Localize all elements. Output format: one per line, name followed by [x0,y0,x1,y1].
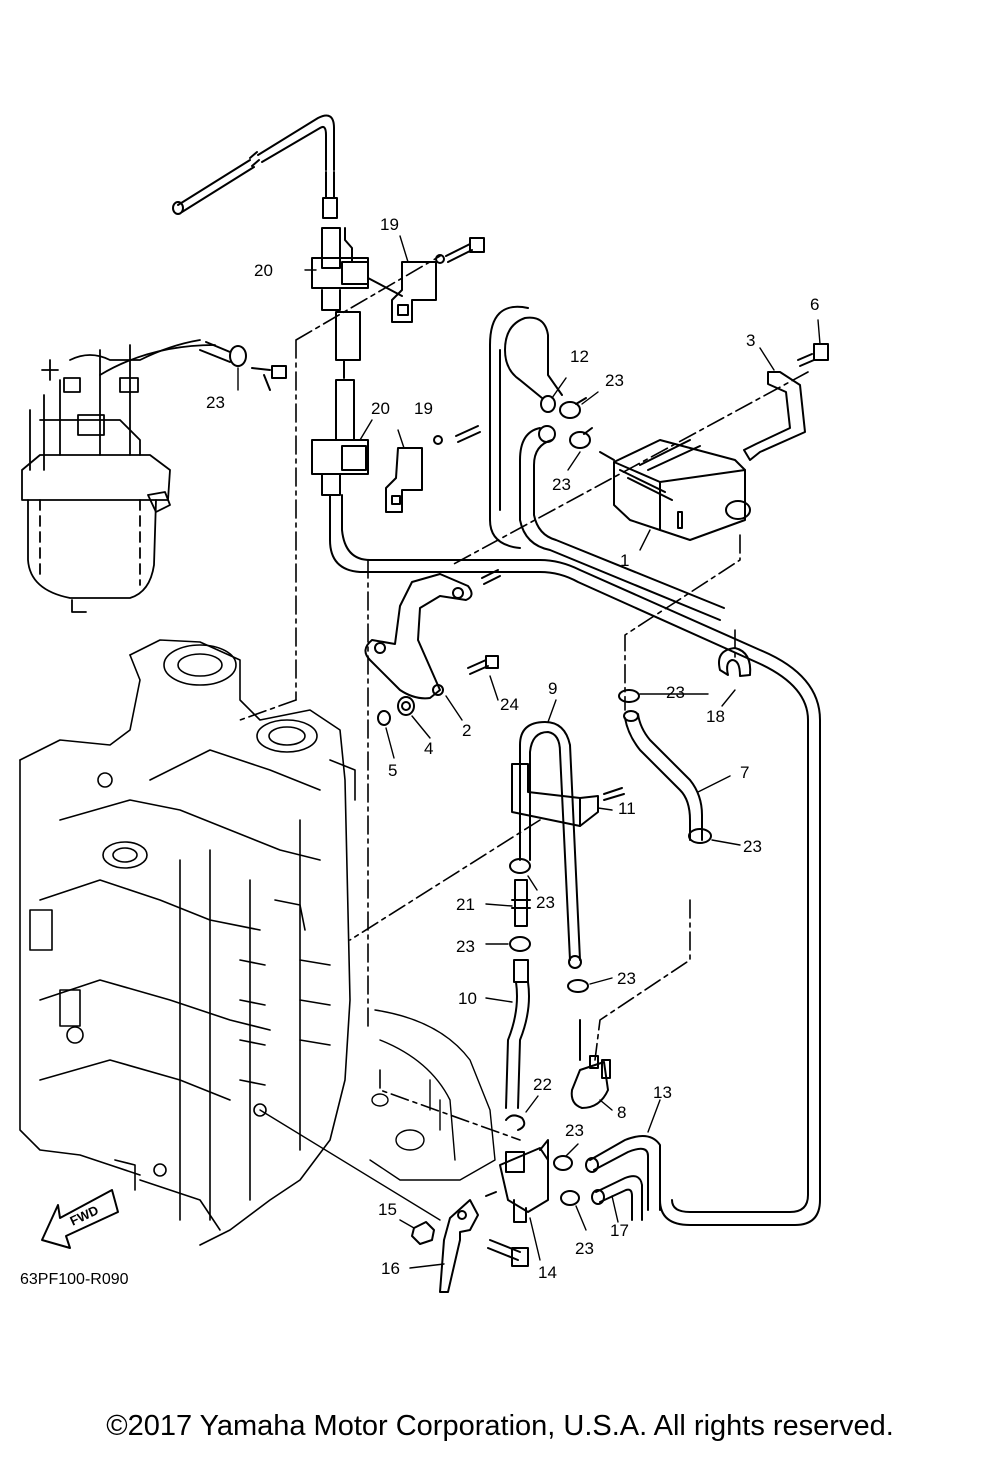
callout-18: 18 [706,707,725,726]
callout-19-upper: 19 [380,215,399,234]
callout-3: 3 [746,331,755,350]
holder-11 [512,764,624,826]
hose-10 [506,960,529,1108]
engine-leaders [260,1110,440,1220]
callout-10: 10 [458,989,477,1008]
bracket-16 [440,1200,478,1292]
callout-7: 7 [740,763,749,782]
valve-8 [572,1020,610,1108]
hose-17 [592,1176,642,1220]
vapor-separator [22,340,215,612]
clamp-23-canister [560,398,592,448]
callout-1: 1 [620,551,629,570]
bracket-2 [365,570,500,698]
engine-block [20,640,355,1245]
callout-14: 14 [538,1263,557,1282]
canister-hose [520,426,724,620]
callout-leaders [238,236,820,1268]
callout-17: 17 [610,1221,629,1240]
callout-24: 24 [500,695,519,714]
callout-8: 8 [617,1103,626,1122]
callout-12: 12 [570,347,589,366]
callout-2: 2 [462,721,471,740]
upper-fuel-hose [173,116,337,218]
callout-19-lower: 19 [414,399,433,418]
hose-13 [586,1136,660,1210]
fwd-label: FWD [68,1202,101,1228]
bolt-top [436,238,484,263]
collar-5 [378,711,390,725]
grommet-4 [398,697,414,715]
hose-12 [490,307,562,548]
callout-23-valve14-upper: 23 [565,1121,584,1140]
filter-joint-lower [312,380,520,572]
callout-5: 5 [388,761,397,780]
copyright-notice: ©2017 Yamaha Motor Corporation, U.S.A. A… [106,1410,894,1442]
callout-23-canister-upper: 23 [605,371,624,390]
breather-hose-loop [520,560,820,1225]
bolt-14-screw [488,1240,528,1266]
callout-15: 15 [378,1200,397,1219]
callout-23-separator: 23 [206,393,225,412]
bracket-19-upper [368,262,436,322]
callout-22: 22 [533,1075,552,1094]
bolt-24 [468,656,498,674]
callout-23-valve14-lower: 23 [575,1239,594,1258]
callout-23-hose7-top: 23 [666,683,685,702]
clamp-23-separator [200,342,286,390]
callout-20-upper: 20 [254,261,273,280]
callout-6: 6 [810,295,819,314]
reference-code: 63PF100-R090 [20,1271,129,1288]
nut-15 [412,1222,434,1244]
valve-14 [486,1140,548,1222]
bracket-19-lower [386,426,480,512]
hose-7 [624,711,702,840]
callout-labels: 1 2 3 4 5 6 7 8 9 10 11 12 13 14 15 16 1… [206,215,819,1282]
callout-4: 4 [424,739,433,758]
callout-23-joint21-top: 23 [536,893,555,912]
joint-21 [512,880,530,926]
callout-16: 16 [381,1259,400,1278]
callout-23-joint21-bottom: 23 [456,937,475,956]
clip-18 [719,648,750,676]
callout-9: 9 [548,679,557,698]
callout-20-lower: 20 [371,399,390,418]
clip-22 [506,1115,524,1130]
filter-joint-upper [312,228,368,378]
parts-diagram: 1 2 3 4 5 6 7 8 9 10 11 12 13 14 15 16 1… [0,0,1000,1400]
callout-13: 13 [653,1083,672,1102]
fwd-arrow-icon [42,1190,118,1248]
callout-23-hose7-bottom: 23 [743,837,762,856]
bracket-3 [744,372,805,460]
callout-23-canister-lower: 23 [552,475,571,494]
cowling-lower [370,1010,495,1180]
bolt-6 [798,344,828,366]
callout-11: 11 [618,799,636,818]
callout-23-hose9: 23 [617,969,636,988]
callout-21: 21 [456,895,475,914]
hose-9 [520,722,581,968]
clamps-23 [510,690,711,1205]
canister-1 [600,440,750,540]
leader-lines [240,256,808,1140]
